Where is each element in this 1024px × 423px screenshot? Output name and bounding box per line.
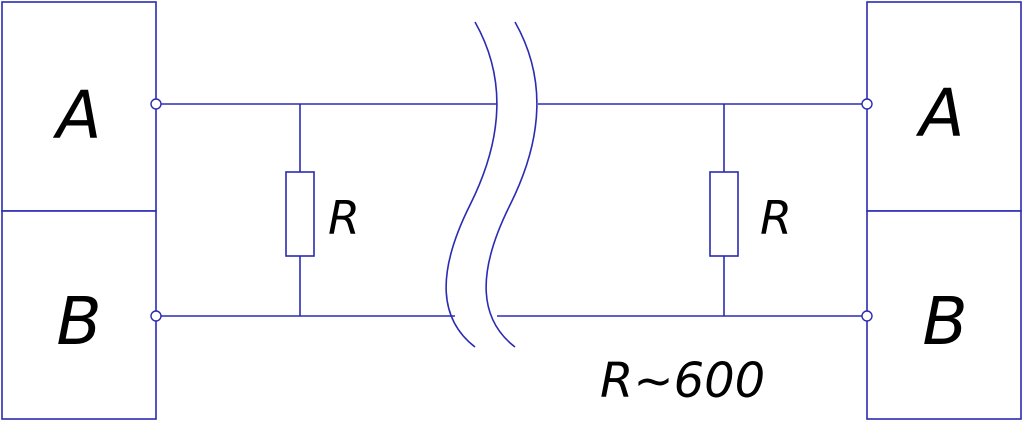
right-terminal-a: [861, 98, 873, 110]
right-resistor-body: [709, 171, 739, 257]
right-device: A B: [866, 1, 1022, 420]
right-resistor: R: [709, 104, 792, 316]
left-device-a-cell: [1, 1, 157, 212]
right-device-a-cell: [866, 1, 1022, 212]
right-device-b-cell: [866, 210, 1022, 420]
resistance-note: R~600: [600, 353, 765, 409]
right-terminal-b: [861, 310, 873, 322]
right-device-a-label: A: [915, 75, 964, 152]
left-resistor: R: [285, 104, 360, 316]
right-device-b-label: B: [922, 283, 967, 360]
left-device-b-cell: [1, 210, 157, 420]
left-device-a-label: A: [52, 77, 101, 154]
break-mark-left-curve: [445, 21, 498, 348]
left-resistor-label: R: [328, 191, 360, 245]
left-device: A B: [1, 1, 157, 420]
left-terminal-b: [150, 310, 162, 322]
left-terminal-a: [150, 98, 162, 110]
left-device-b-label: B: [56, 283, 101, 360]
right-resistor-label: R: [760, 191, 792, 245]
left-resistor-body: [285, 171, 315, 257]
break-mark-right-curve: [485, 21, 538, 348]
